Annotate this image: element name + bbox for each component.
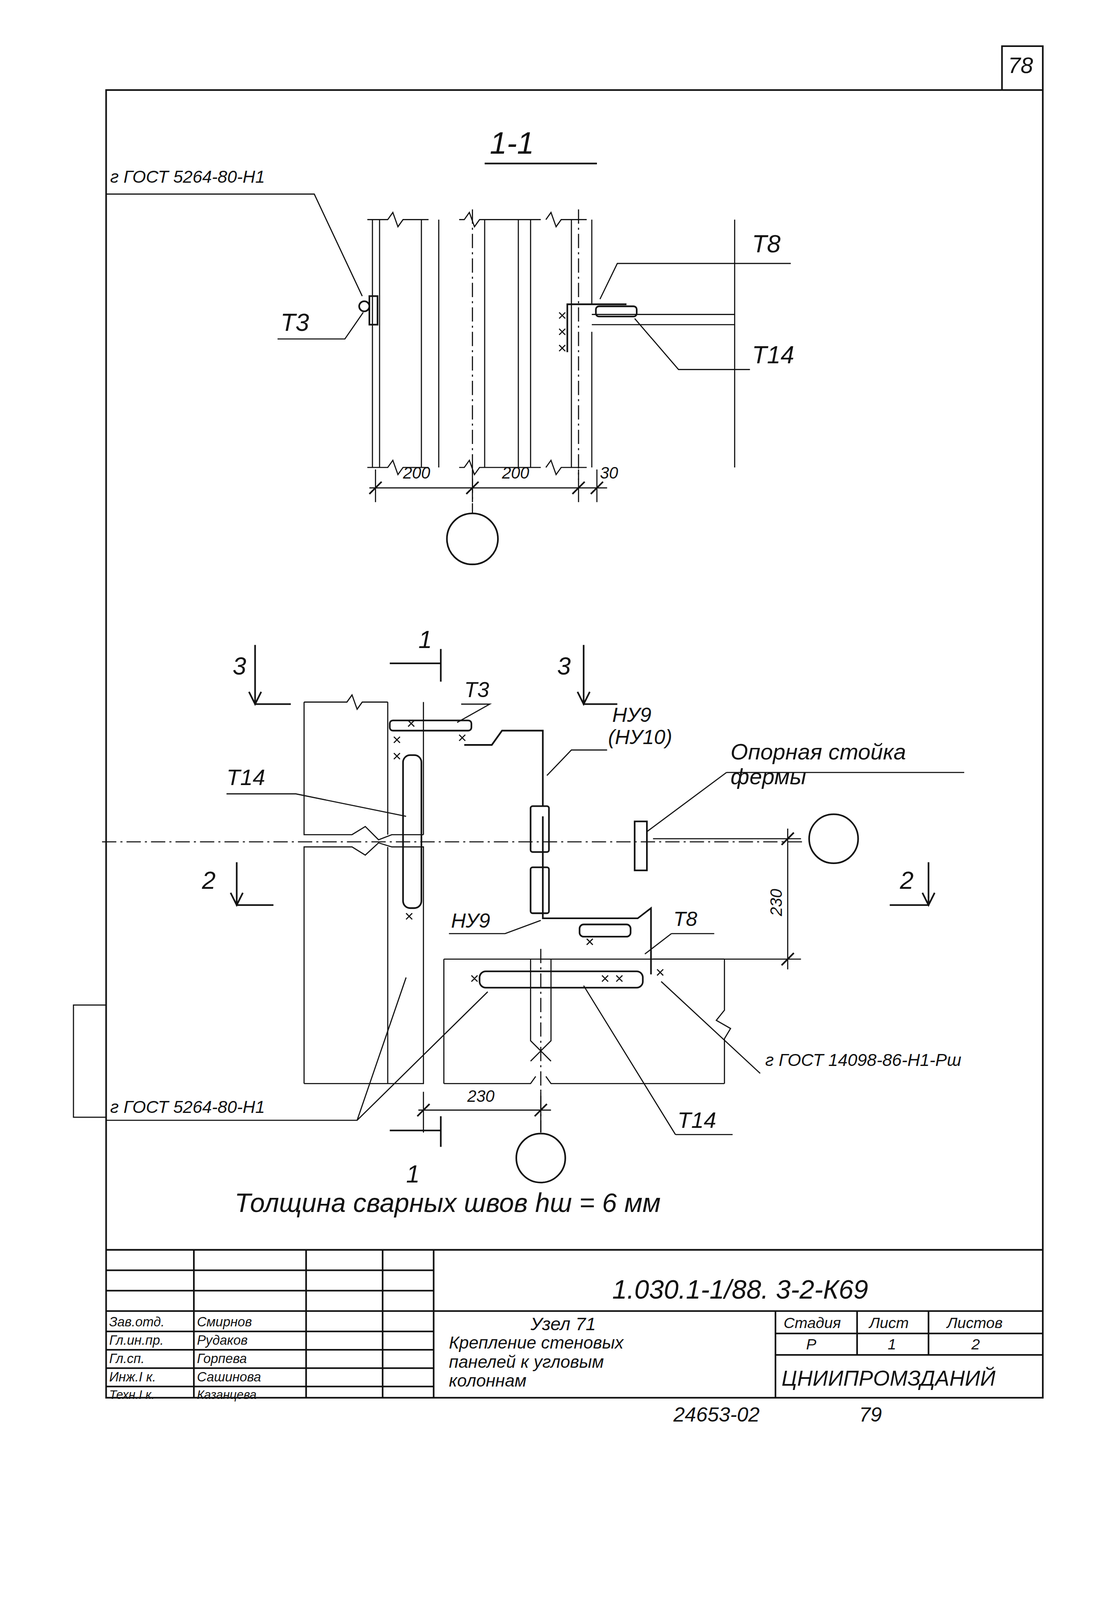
drawing-label: Горпева bbox=[196, 1351, 247, 1367]
drawing-label: Рудаков bbox=[196, 1333, 248, 1349]
section-mark bbox=[389, 1116, 441, 1148]
drawing-label: Т14 bbox=[677, 1108, 717, 1133]
title-block bbox=[106, 1250, 1044, 1399]
drawing-label: 200 bbox=[403, 464, 431, 483]
drawing-label: Узел 71 bbox=[530, 1314, 597, 1335]
drawing-label: 1 bbox=[887, 1336, 897, 1354]
drawing-label: г ГОСТ 5264-80-Н1 bbox=[110, 1097, 265, 1118]
drawing-label: Т14 bbox=[226, 765, 266, 790]
drawing-label: Опорная стойка фермы bbox=[730, 739, 966, 790]
drawing-label: Техн.I к. bbox=[109, 1388, 156, 1403]
section-1-1 bbox=[106, 194, 791, 565]
drawing-label: Стадия bbox=[783, 1315, 841, 1332]
drawing-label: 2 bbox=[201, 867, 216, 895]
drawing-label: Т14 bbox=[751, 341, 795, 369]
drawing-label: Казанцева bbox=[196, 1388, 257, 1403]
drawing-label: 1 bbox=[406, 1161, 420, 1188]
drawing-label: г ГОСТ 5264-80-Н1 bbox=[110, 167, 265, 187]
drawing-label: Р bbox=[806, 1336, 817, 1354]
drawing-label: Т8 bbox=[751, 230, 781, 258]
drawing-label: ЦНИИПРОМЗДАНИЙ bbox=[781, 1367, 996, 1391]
drawing-label: 3 bbox=[557, 652, 571, 680]
drawing-label: 200 bbox=[502, 464, 530, 483]
drawing-label: г ГОСТ 14098-86-Н1-Рш bbox=[765, 1050, 962, 1071]
section-mark bbox=[389, 649, 441, 682]
page-number-box bbox=[1001, 46, 1043, 91]
sheet-frame bbox=[106, 90, 1044, 1399]
drawing-label: Крепление стеновых панелей к угловым кол… bbox=[448, 1333, 674, 1391]
drawing-label: (НУ10) bbox=[608, 726, 673, 749]
drawing-label: 1.030.1-1/88. 3-2-К69 bbox=[612, 1275, 869, 1305]
drawing-label: 78 bbox=[1008, 52, 1033, 78]
drawing-label: Лист bbox=[869, 1315, 909, 1332]
margin-strip bbox=[73, 1005, 106, 1118]
drawing-label: 230 bbox=[467, 1087, 495, 1106]
drawing-label: Гл.сп. bbox=[109, 1351, 145, 1367]
drawing-label: Т3 bbox=[464, 678, 490, 703]
drawing-label: Сашинова bbox=[196, 1370, 261, 1385]
drawing-label: 30 bbox=[599, 464, 619, 483]
drawing-label: 2 bbox=[971, 1336, 981, 1354]
drawing-label: Т3 bbox=[280, 309, 310, 337]
drawing-label: 3 bbox=[232, 652, 247, 680]
drawing-label: Толщина сварных швов hш = 6 мм bbox=[234, 1188, 662, 1218]
drawing-label: 1-1 bbox=[489, 126, 535, 161]
plan-view bbox=[102, 645, 965, 1183]
drawing-label: Листов bbox=[946, 1315, 1003, 1332]
drawing-label: Зав.отд. bbox=[109, 1315, 165, 1330]
drawing-label: Т8 bbox=[673, 908, 698, 931]
drawing-label: 2 bbox=[899, 867, 914, 895]
drawing-label: Гл.ин.пр. bbox=[109, 1333, 164, 1349]
drawing-label: Смирнов bbox=[196, 1315, 252, 1330]
drawing-label: НУ9 bbox=[450, 909, 491, 933]
drawing-label: 1 bbox=[418, 626, 433, 654]
drawing-label: 24653-02 bbox=[673, 1404, 760, 1427]
drawing-label: 230 bbox=[767, 889, 786, 917]
drawing-label: Инж.I к. bbox=[109, 1370, 157, 1385]
title-underline bbox=[484, 162, 597, 165]
drawing-label: 79 bbox=[859, 1404, 882, 1427]
drawing-label: НУ9 bbox=[612, 704, 652, 727]
